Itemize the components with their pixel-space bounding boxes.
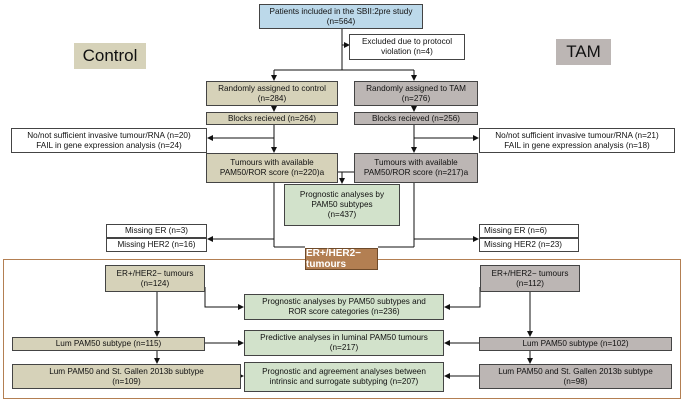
tam-erpos-line2: (n=112) [516,278,544,288]
tam-nosuff-line1: No/not sufficient invasive tumour/RNA (n… [495,130,659,140]
control-missing-er-text: Missing ER (n=3) [124,226,189,235]
tam-blocks-text: Blocks recieved (n=256) [371,113,461,123]
erpos-section-title: ER+/HER2− tumours [305,248,378,270]
control-erpos-line2: (n=124) [140,278,170,288]
control-missing-her2-box: Missing HER2 (n=16) [106,238,207,252]
tam-missing-her2-text: Missing HER2 (n=23) [484,240,563,249]
control-lum-sg-line2: (n=109) [112,376,141,386]
excluded-line2: violation (n=4) [381,47,433,56]
erpos-section-title-text: ER+/HER2− tumours [306,248,362,270]
prognostic-pam50-line3: (n=437) [327,210,357,219]
prognostic-ror-line2: ROR score categories (n=236) [288,307,400,316]
excluded-box: Excluded due to protocol violation (n=4) [349,34,465,60]
control-arm-text: Control [82,46,138,65]
prognostic-ror-box: Prognostic analyses by PAM50 subtypes an… [244,294,444,320]
agreement-line2: intrinsic and surrogate subtyping (n=207… [269,377,419,386]
agreement-line1: Prognostic and agreement analyses betwee… [262,367,426,376]
tam-tumours-box: Tumours with available PAM50/ROR score (… [354,153,478,183]
prognostic-pam50-line2: PAM50 subtypes [311,200,373,209]
tam-arm-label: TAM [556,39,611,65]
control-blocks-text: Blocks recieved (n=264) [227,113,317,123]
control-tumours-box: Tumours with available PAM50/ROR score (… [206,153,338,183]
tam-lum-sg-line2: (n=98) [563,376,588,386]
control-missing-her2-text: Missing HER2 (n=16) [117,240,196,249]
tam-lum-sg-line1: Lum PAM50 and St. Gallen 2013b subtype [498,366,653,376]
predictive-box: Predictive analyses in luminal PAM50 tum… [244,330,444,356]
tam-nosuff-box: No/not sufficient invasive tumour/RNA (n… [479,128,675,153]
tam-assigned-line1: Randomly assigned to TAM [366,83,466,93]
tam-missing-er-text: Missing ER (n=6) [484,226,548,235]
control-lum-sg-line1: Lum PAM50 and St. Gallen 2013b subtype [49,366,204,376]
tam-assigned-box: Randomly assigned to TAM (n=276) [354,81,478,106]
control-nosuff-box: No/not sufficient invasive tumour/RNA (n… [11,128,207,153]
control-assigned-line2: (n=284) [257,93,287,103]
control-nosuff-line2: FAIL in gene expression analysis (n=24) [36,140,182,150]
predictive-line2: (n=217) [329,343,359,352]
tam-erpos-line1: ER+/HER2− tumours [491,268,569,278]
control-erpos-line1: ER+/HER2− tumours [116,268,194,278]
tam-erpos-box: ER+/HER2− tumours (n=112) [480,265,580,292]
agreement-box: Prognostic and agreement analyses betwee… [244,362,444,392]
patients-included-line2: (n=564) [326,16,356,26]
control-assigned-line1: Randomly assigned to control [218,83,326,93]
prognostic-ror-line1: Prognostic analyses by PAM50 subtypes an… [262,297,426,306]
control-tumours-line2: PAM50/ROR score (n=220)a [219,168,325,177]
patients-included-line1: Patients included in the SBII:2pre study [269,6,413,16]
tam-blocks-box: Blocks recieved (n=256) [354,112,478,125]
control-lum-sg-box: Lum PAM50 and St. Gallen 2013b subtype (… [12,364,241,389]
control-arm-label: Control [74,43,146,69]
control-missing-er-box: Missing ER (n=3) [106,224,207,238]
control-lum-text: Lum PAM50 subtype (n=115) [55,339,162,348]
tam-arm-text: TAM [566,42,601,61]
prognostic-pam50-box: Prognostic analyses by PAM50 subtypes (n… [284,184,400,226]
predictive-line1: Predictive analyses in luminal PAM50 tum… [260,333,428,342]
excluded-line1: Excluded due to protocol [361,37,453,46]
prognostic-pam50-line1: Prognostic analyses by [299,190,385,199]
tam-assigned-line2: (n=276) [401,93,431,103]
control-tumours-line1: Tumours with available [230,158,314,167]
tam-lum-box: Lum PAM50 subtype (n=102) [479,337,672,351]
control-blocks-box: Blocks recieved (n=264) [206,112,338,125]
tam-tumours-line2: PAM50/ROR score (n=217)a [363,168,469,177]
control-erpos-box: ER+/HER2− tumours (n=124) [105,265,205,292]
tam-tumours-line1: Tumours with available [374,158,458,167]
control-nosuff-line1: No/not sufficient invasive tumour/RNA (n… [27,130,191,140]
control-lum-box: Lum PAM50 subtype (n=115) [12,337,205,351]
tam-missing-er-box: Missing ER (n=6) [479,224,579,238]
tam-lum-text: Lum PAM50 subtype (n=102) [522,339,629,348]
patients-included-box: Patients included in the SBII:2pre study… [259,4,423,29]
tam-nosuff-line2: FAIL in gene expression analysis (n=18) [504,140,650,150]
tam-missing-her2-box: Missing HER2 (n=23) [479,238,579,252]
control-assigned-box: Randomly assigned to control (n=284) [206,81,338,106]
tam-lum-sg-box: Lum PAM50 and St. Gallen 2013b subtype (… [479,364,672,389]
